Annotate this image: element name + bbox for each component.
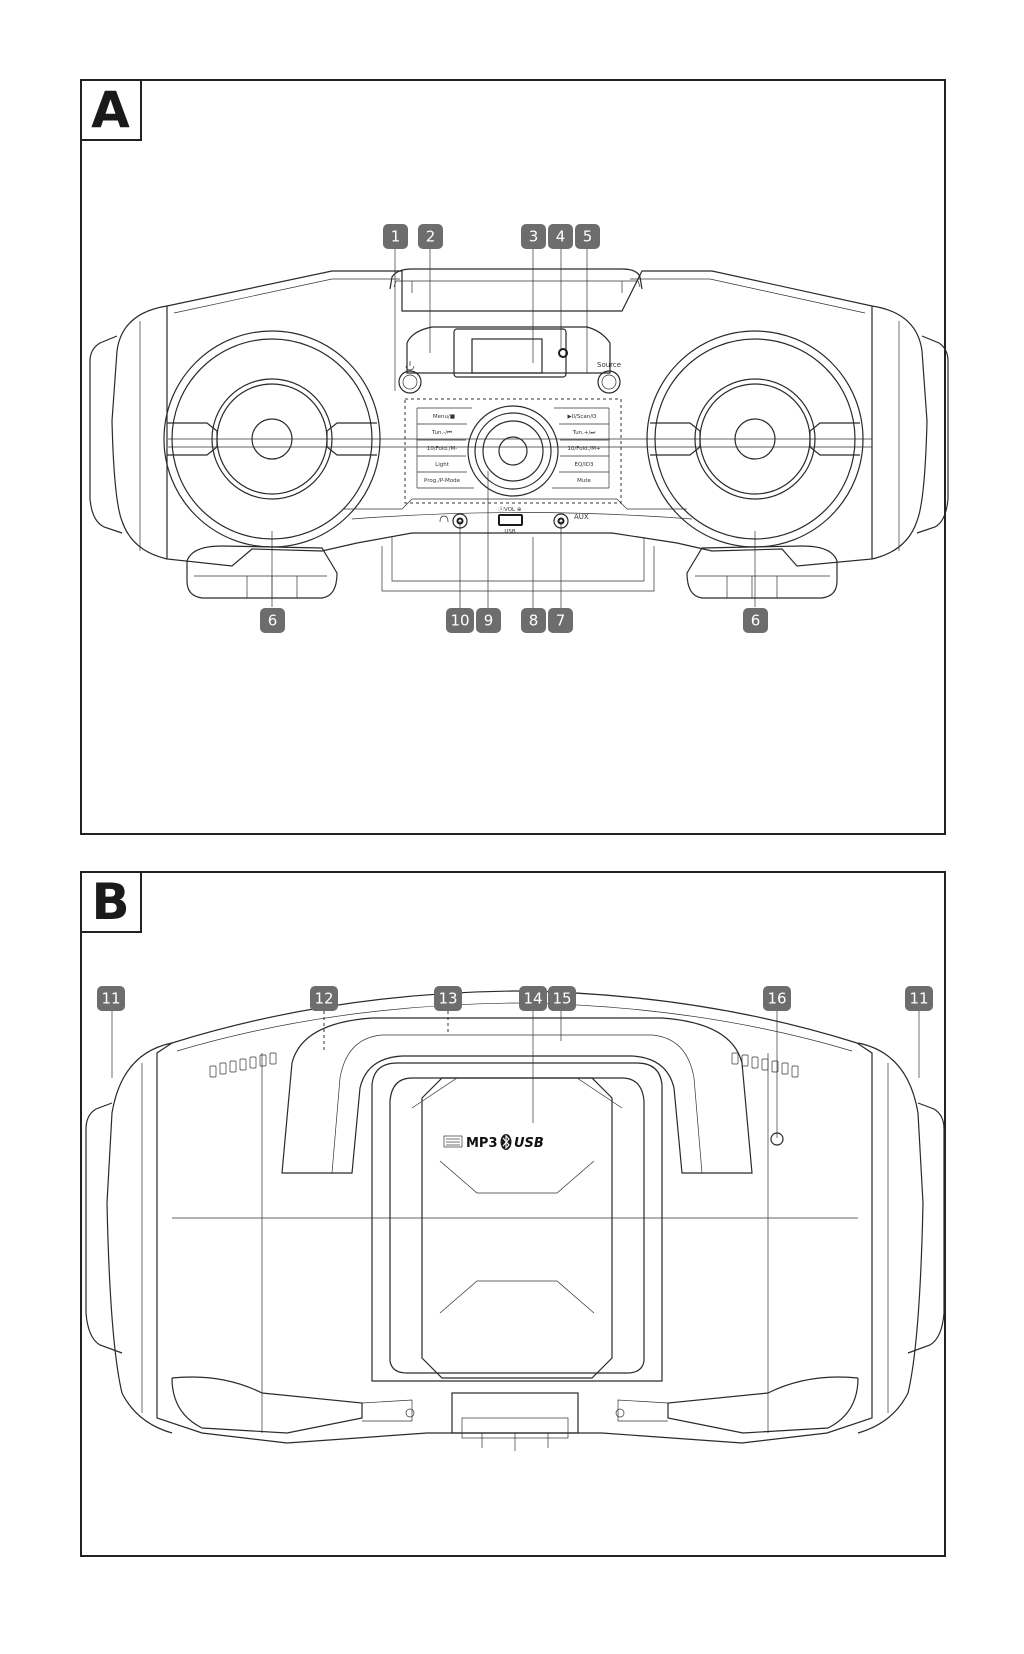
top-view-drawing: MP3 USB 11 12 13 14	[85, 986, 945, 1451]
side-cap-left	[89, 305, 168, 560]
callout-13: 13	[434, 986, 462, 1011]
svg-text:11: 11	[909, 990, 928, 1008]
panel-a: A	[79, 78, 949, 835]
tuning-minus-button[interactable]: Tun.-/⏮	[431, 430, 452, 436]
power-button[interactable]	[398, 361, 422, 394]
callout-16: 16	[763, 986, 791, 1011]
cd-lid[interactable]: MP3 USB	[371, 1062, 663, 1382]
panel-letter-b: B	[79, 870, 142, 933]
callout-9: 9	[476, 608, 501, 633]
speaker-left	[163, 330, 381, 548]
top-body-outline	[156, 990, 873, 1444]
svg-text:12: 12	[314, 990, 333, 1008]
svg-text:11: 11	[101, 990, 120, 1008]
prog-button[interactable]: Prog./P-Mode	[424, 478, 461, 484]
headphone-jack[interactable]	[439, 513, 468, 529]
callout-8: 8	[521, 608, 546, 633]
vents-left	[209, 1052, 277, 1078]
folder-plus-button[interactable]: 10/Fold./M+	[567, 446, 601, 452]
svg-text:8: 8	[529, 612, 539, 630]
cd-logo	[443, 1135, 463, 1148]
side-cap-left-b	[85, 1042, 173, 1434]
svg-text:3: 3	[529, 228, 539, 246]
svg-text:4: 4	[556, 228, 566, 246]
leader-lines	[271, 249, 756, 608]
callout-6-left: 6	[260, 608, 285, 633]
display-housing	[406, 326, 611, 378]
usb-label: USB	[504, 529, 516, 535]
callout-7: 7	[548, 608, 573, 633]
speaker-right	[646, 330, 864, 548]
tuning-plus-button[interactable]: Tun.+/⏭	[572, 430, 596, 436]
svg-text:13: 13	[438, 990, 457, 1008]
vents-right	[731, 1052, 799, 1078]
panel-b: B	[79, 870, 946, 1557]
source-label: Source	[597, 361, 621, 369]
svg-text:9: 9	[484, 612, 494, 630]
play-scan-button[interactable]: ▶II/Scan/ʘ	[568, 414, 598, 420]
control-panel-outline	[404, 398, 622, 504]
vol-label: ⓢVOL ⊕	[499, 505, 522, 513]
svg-text:1: 1	[391, 228, 401, 246]
aux-jack[interactable]: AUX	[553, 513, 589, 529]
side-cap-right	[871, 305, 949, 560]
menu-button[interactable]: Menu/■	[433, 414, 455, 420]
callout-2: 2	[418, 224, 443, 249]
usb-port[interactable]: ⓢVOL ⊕ USB	[498, 505, 523, 535]
reset-button[interactable]	[770, 1132, 784, 1146]
svg-text:2: 2	[426, 228, 436, 246]
light-button[interactable]: Light	[435, 462, 450, 468]
mp3-logo: MP3	[466, 1136, 498, 1151]
callout-15: 15	[548, 986, 576, 1011]
aux-label: AUX	[574, 513, 589, 521]
top-handle	[389, 268, 643, 293]
front-view-drawing: Source Menu/■ Tun.-/⏮ 10/Fold./M- Light …	[89, 224, 949, 633]
callout-5: 5	[575, 224, 600, 249]
bluetooth-icon	[500, 1134, 512, 1150]
callout-11-right: 11	[905, 986, 933, 1011]
volume-knob[interactable]	[467, 405, 559, 497]
callout-3: 3	[521, 224, 546, 249]
callout-11-left: 11	[97, 986, 125, 1011]
body-outline	[166, 270, 873, 592]
svg-text:7: 7	[556, 612, 566, 630]
svg-text:15: 15	[552, 990, 571, 1008]
callout-6-right: 6	[743, 608, 768, 633]
feet	[186, 545, 838, 599]
control-buttons-right: ▶II/Scan/ʘ Tun.+/⏭ 10/Fold./M+ EQ/ID3 Mu…	[552, 407, 610, 489]
usb-logo: USB	[514, 1136, 544, 1151]
callout-14: 14	[519, 986, 547, 1011]
svg-text:16: 16	[767, 990, 786, 1008]
svg-text:14: 14	[523, 990, 542, 1008]
carry-handle	[281, 1017, 753, 1174]
callout-4: 4	[548, 224, 573, 249]
mute-button[interactable]: Mute	[577, 478, 591, 484]
eq-button[interactable]: EQ/ID3	[574, 462, 594, 468]
svg-text:6: 6	[268, 612, 278, 630]
svg-text:10: 10	[450, 612, 469, 630]
callout-12: 12	[310, 986, 338, 1011]
svg-text:6: 6	[751, 612, 761, 630]
callout-1: 1	[383, 224, 408, 249]
control-buttons-left: Menu/■ Tun.-/⏮ 10/Fold./M- Light Prog./P…	[416, 407, 474, 489]
source-button[interactable]: Source	[597, 361, 621, 394]
callout-10: 10	[446, 608, 474, 633]
side-cap-right-b	[857, 1042, 945, 1434]
bottom-details-b	[171, 1376, 859, 1451]
svg-text:5: 5	[583, 228, 593, 246]
folder-minus-button[interactable]: 10/Fold./M-	[427, 446, 458, 452]
panel-letter-a: A	[79, 78, 142, 141]
